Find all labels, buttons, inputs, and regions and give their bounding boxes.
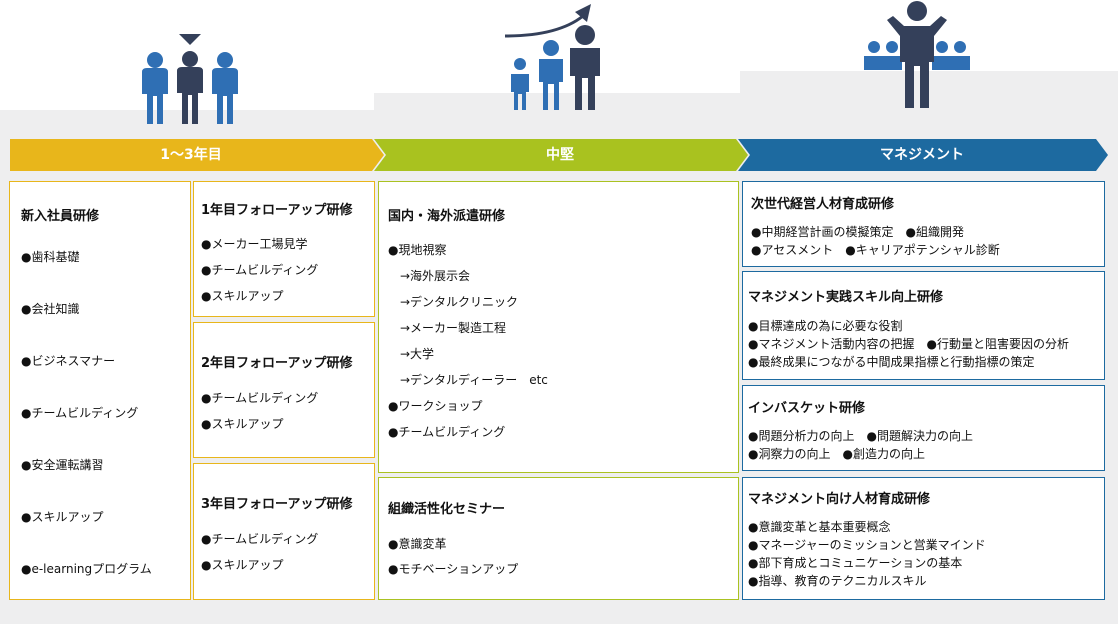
mgmt-item: ●最終成果につながる中間成果指標と行動指標の策定 — [748, 355, 1035, 369]
dispatch-item: →大学 — [400, 347, 435, 361]
next-gen-leader-box: 次世代経営人材育成研修 ●中期経営計画の模擬策定 ●組織開発 ●アセスメント ●… — [742, 181, 1105, 267]
dispatch-item: →メーカー製造工程 — [400, 321, 507, 335]
dispatch-item: →デンタルクリニック — [400, 295, 519, 309]
followup-item: ●メーカー工場見学 — [201, 237, 308, 251]
mgmt-item: ●問題分析力の向上 ●問題解決力の向上 — [748, 429, 973, 443]
followup-item: ●スキルアップ — [201, 558, 284, 572]
mgmt-item: ●洞察力の向上 ●創造力の向上 — [748, 447, 925, 461]
three-employees-icon — [142, 34, 238, 124]
followup-year3-title: 3年目フォローアップ研修 — [201, 497, 353, 512]
followup-item: ●チームビルディング — [201, 532, 319, 546]
mgmt-item: ●マネージャーのミッションと営業マインド — [748, 538, 986, 552]
mgmt-item: ●アセスメント ●キャリアポテンシャル診断 — [751, 243, 1000, 257]
new-hire-item: ●歯科基礎 — [21, 250, 80, 264]
stage-arrow-2 — [374, 139, 748, 171]
seminar-item: ●意識変革 — [388, 537, 447, 551]
new-hire-item: ●チームビルディング — [21, 406, 139, 420]
stage-label-3: マネジメント — [880, 147, 964, 163]
in-basket-box: インバスケット研修 ●問題分析力の向上 ●問題解決力の向上 ●洞察力の向上 ●創… — [742, 385, 1105, 471]
new-hire-title: 新入社員研修 — [21, 209, 100, 224]
followup-item: ●スキルアップ — [201, 417, 284, 431]
stage-arrow-bar — [10, 139, 1108, 171]
seminar-item: ●モチベーションアップ — [388, 562, 519, 576]
followup-year2-title: 2年目フォローアップ研修 — [201, 356, 353, 371]
new-hire-item: ●安全運転講習 — [21, 458, 104, 472]
mgmt-item: ●目標達成の為に必要な役割 — [748, 319, 903, 333]
new-hire-item: ●会社知識 — [21, 302, 80, 316]
mgmt-item: ●意識変革と基本重要概念 — [748, 520, 891, 534]
new-hire-item: ●スキルアップ — [21, 510, 104, 524]
new-hire-item: ●e-learningプログラム — [21, 562, 152, 576]
mgmt-title: 次世代経営人材育成研修 — [751, 197, 895, 212]
followup-item: ●スキルアップ — [201, 289, 284, 303]
dispatch-item: →海外展示会 — [400, 269, 471, 283]
growth-arrow-people-icon — [504, 4, 600, 110]
followup-year1-title: 1年目フォローアップ研修 — [201, 203, 353, 218]
mgmt-title: マネジメント実践スキル向上研修 — [748, 290, 944, 305]
dispatch-title: 国内・海外派遣研修 — [388, 209, 506, 224]
mgmt-item: ●指導、教育のテクニカルスキル — [748, 574, 927, 588]
seminar-title: 組織活性化セミナー — [388, 502, 506, 517]
followup-year2-box: 2年目フォローアップ研修 ●チームビルディング ●スキルアップ — [193, 322, 375, 458]
new-hire-item: ●ビジネスマナー — [21, 354, 116, 368]
practical-skill-box: マネジメント実践スキル向上研修 ●目標達成の為に必要な役割 ●マネジメント活動内… — [742, 271, 1105, 380]
manager-with-team-icon — [864, 1, 970, 108]
dispatch-item: ●チームビルディング — [388, 425, 506, 439]
followup-year3-box: 3年目フォローアップ研修 ●チームビルディング ●スキルアップ — [193, 463, 375, 600]
stage-arrow-3 — [738, 139, 1108, 171]
stage-label-2: 中堅 — [546, 147, 574, 163]
dispatch-training-box: 国内・海外派遣研修 ●現地視察 →海外展示会 →デンタルクリニック →メーカー製… — [378, 181, 739, 473]
hr-development-box: マネジメント向け人材育成研修 ●意識変革と基本重要概念 ●マネージャーのミッショ… — [742, 477, 1105, 600]
followup-item: ●チームビルディング — [201, 391, 319, 405]
mgmt-item: ●部下育成とコミュニケーションの基本 — [748, 556, 963, 570]
new-hire-training-box: 新入社員研修 ●歯科基礎 ●会社知識 ●ビジネスマナー ●チームビルディング ●… — [9, 181, 191, 600]
seminar-box: 組織活性化セミナー ●意識変革 ●モチベーションアップ — [378, 477, 739, 600]
dispatch-item: ●ワークショップ — [388, 399, 483, 413]
followup-item: ●チームビルディング — [201, 263, 319, 277]
dispatch-item: →デンタルディーラー etc — [400, 373, 548, 387]
dispatch-item: ●現地視察 — [388, 243, 447, 257]
mgmt-title: インバスケット研修 — [748, 401, 866, 416]
followup-year1-box: 1年目フォローアップ研修 ●メーカー工場見学 ●チームビルディング ●スキルアッ… — [193, 181, 375, 317]
mgmt-title: マネジメント向け人材育成研修 — [748, 492, 931, 507]
stage-arrow-1 — [10, 139, 384, 171]
mgmt-item: ●中期経営計画の模擬策定 ●組織開発 — [751, 225, 964, 239]
mgmt-item: ●マネジメント活動内容の把握 ●行動量と阻害要因の分析 — [748, 337, 1069, 351]
stage-label-1: 1〜3年目 — [160, 147, 222, 163]
